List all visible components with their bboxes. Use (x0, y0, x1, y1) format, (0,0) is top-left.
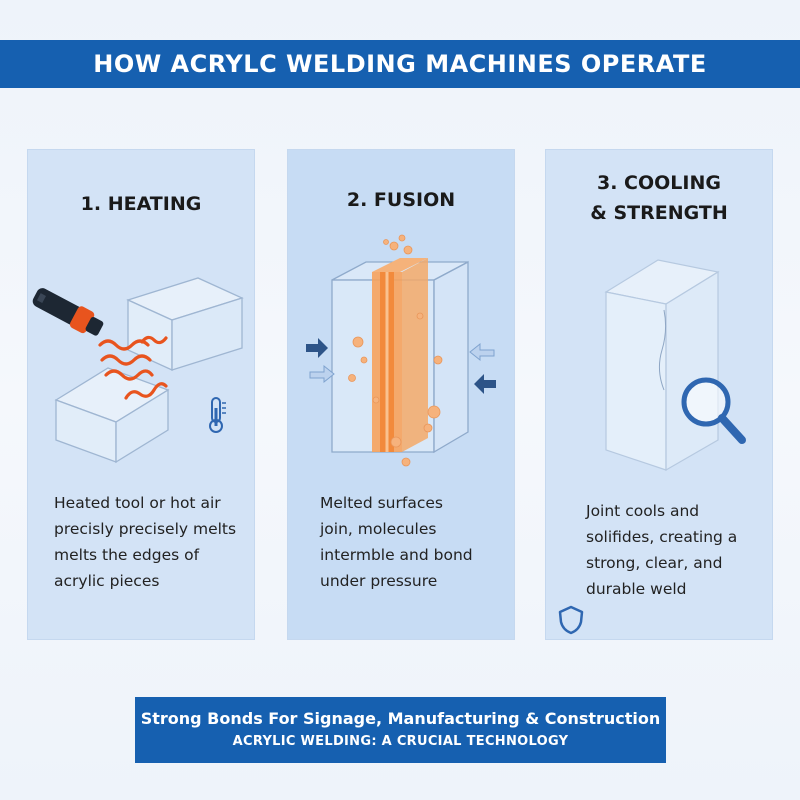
acrylic-block-lower (54, 367, 170, 464)
page-title: HOW ACRYLC WELDING MACHINES OPERATE (0, 40, 800, 88)
footer-subtitle: ACRYLIC WELDING: A CRUCIAL TECHNOLOGY (232, 734, 569, 749)
step-panel-fusion: 2. FUSION (287, 149, 515, 640)
step-title-cooling: 3. COOLING & STRENGTH (590, 172, 728, 224)
molten-bubbles-icon (348, 234, 443, 467)
heat-wave-icon (98, 335, 168, 400)
pressure-arrow-outline-icon (309, 342, 495, 384)
step-description-cooling: Joint cools and solifides, creating a st… (586, 502, 738, 598)
footer-banner: Strong Bonds For Signage, Manufacturing … (135, 697, 666, 763)
acrylic-blocks-illustration (32, 277, 244, 464)
shield-icon (558, 605, 584, 635)
step-title-fusion: 2. FUSION (346, 189, 456, 211)
step-description-heating: Heated tool or hot air precisly precisel… (54, 494, 237, 590)
footer-tagline: Strong Bonds For Signage, Manufacturing … (140, 709, 661, 728)
thermometer-icon (209, 397, 226, 433)
fusion-illustration (306, 234, 496, 467)
weld-line (658, 309, 667, 391)
magnifier-icon (681, 377, 746, 444)
step-title-heating: 1. HEATING (80, 193, 202, 215)
step-panel-cooling: 3. COOLING & STRENGTH Joint cools and so… (545, 149, 773, 640)
step-panel-heating: 1. HEATING (27, 149, 255, 640)
acrylic-block-upper (126, 277, 244, 372)
molten-seam (372, 258, 428, 452)
pressure-arrow-icon (306, 338, 496, 394)
cooled-block-illustration (604, 259, 746, 472)
heat-gun-icon (32, 288, 104, 336)
cooled-acrylic-block (604, 259, 720, 472)
step-description-fusion: Melted surfaces join, molecules intermbl… (320, 494, 473, 590)
